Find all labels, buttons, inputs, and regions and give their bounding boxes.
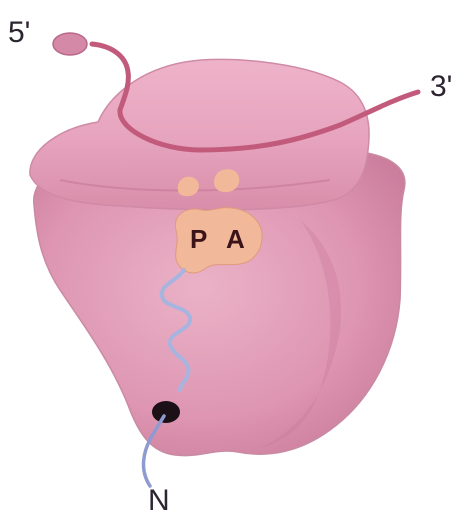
label-n-terminus: N [148,486,170,516]
label-three-prime: 3' [430,72,452,102]
label-a-site: A [226,226,245,252]
label-p-site: P [190,226,207,252]
label-five-prime: 5' [8,18,30,48]
exit-tunnel [152,401,180,423]
five-prime-cap [53,33,87,55]
